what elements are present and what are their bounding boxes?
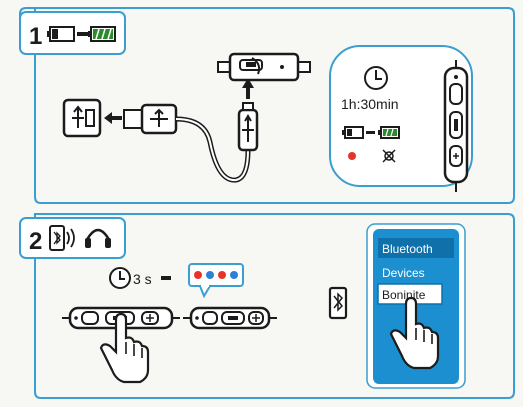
headset-remote-right-icon bbox=[183, 306, 277, 330]
blue-led-icon bbox=[206, 271, 214, 279]
arrow-small-icon bbox=[366, 131, 375, 134]
headphones-icon bbox=[85, 228, 111, 248]
step2-frame bbox=[34, 213, 515, 399]
battery-full-small-icon bbox=[378, 126, 400, 139]
battery-low-icon bbox=[47, 26, 75, 42]
plug-in-arrow-icon bbox=[104, 112, 122, 124]
step1-frame bbox=[19, 7, 515, 204]
devices-section-label: Devices bbox=[382, 266, 425, 280]
led-sequence-icon bbox=[188, 263, 244, 299]
led-off-icon bbox=[382, 149, 396, 163]
up-arrow-icon bbox=[242, 78, 254, 99]
micro-usb-plug-icon bbox=[237, 102, 259, 152]
phone-bluetooth-large-icon bbox=[328, 286, 348, 320]
hand-press-icon bbox=[99, 312, 150, 384]
blue-led-icon bbox=[230, 271, 238, 279]
red-led-icon bbox=[348, 152, 356, 160]
clock-3s-icon bbox=[109, 267, 131, 289]
control-box-charging-icon bbox=[217, 52, 311, 82]
phone-bluetooth-icon bbox=[49, 225, 75, 251]
step1-header: 1 bbox=[19, 11, 126, 55]
battery-low-small-icon bbox=[342, 126, 364, 139]
usb-port-icon bbox=[62, 98, 102, 138]
arrow-icon bbox=[77, 32, 88, 36]
arrow-right-icon bbox=[161, 276, 171, 280]
headset-remote-vertical-icon bbox=[443, 60, 469, 192]
step1-number: 1 bbox=[29, 23, 42, 50]
step2-header: 2 bbox=[19, 217, 126, 259]
battery-full-icon bbox=[88, 26, 116, 42]
red-led-icon bbox=[218, 271, 226, 279]
clock-icon bbox=[364, 66, 388, 90]
hand-tap-icon bbox=[389, 296, 440, 370]
usb-a-plug-icon bbox=[123, 103, 178, 135]
step2-number: 2 bbox=[29, 228, 42, 255]
red-led-icon bbox=[194, 271, 202, 279]
bluetooth-title: Bluetooth bbox=[382, 242, 433, 256]
bluetooth-settings-panel: Bluetooth Devices Boninite bbox=[366, 223, 466, 389]
hold-time-label: 3 s bbox=[133, 271, 152, 287]
device-name: Boninite bbox=[382, 288, 426, 302]
charge-time-label: 1h:30min bbox=[341, 96, 399, 112]
